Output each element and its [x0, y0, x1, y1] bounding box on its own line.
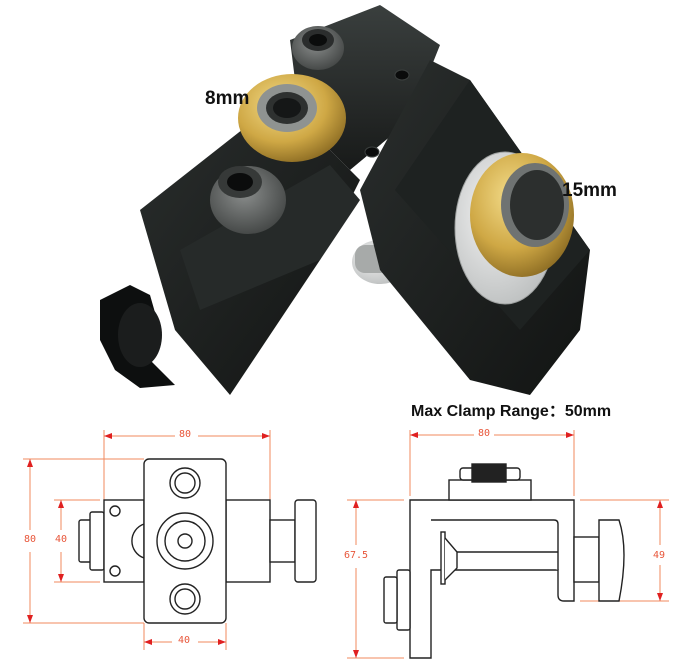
hex-screw-hole [364, 146, 380, 158]
dim-side-right-height: 49 [653, 550, 666, 561]
bushing-15mm [454, 151, 574, 305]
side-view-drawing: 80 67.5 49 [344, 420, 688, 666]
dimension-arrows [27, 433, 270, 645]
front-view-outline [78, 458, 317, 624]
bushing-8mm [238, 74, 346, 162]
bushing-8mm-label: 8mm [205, 88, 250, 109]
dim-side-top-width: 80 [478, 428, 491, 439]
knurled-knob-top [292, 26, 344, 70]
jig-illustration [100, 5, 590, 395]
max-clamp-range-text: Max Clamp Range：50mm [411, 403, 612, 420]
front-face [180, 165, 360, 310]
dim-front-bottom-width: 40 [178, 635, 191, 646]
front-view-drawing: 80 80 40 40 [0, 420, 344, 666]
dimension-lines [23, 430, 271, 650]
bushing-15mm-label: 15mm [562, 180, 617, 201]
dimension-lines [347, 430, 669, 659]
dimension-arrows [353, 432, 663, 658]
side-view-outline [383, 463, 625, 659]
dim-front-top-width: 80 [179, 429, 192, 440]
star-knob [100, 285, 175, 388]
knurled-knob-lower [210, 166, 286, 234]
product-photo: 8mm 15mm [100, 5, 617, 395]
dim-front-inner-height: 40 [55, 534, 68, 545]
dim-front-left-height: 80 [24, 534, 37, 545]
dim-side-left-height: 67.5 [344, 550, 369, 561]
hex-screw-hole [394, 69, 410, 81]
